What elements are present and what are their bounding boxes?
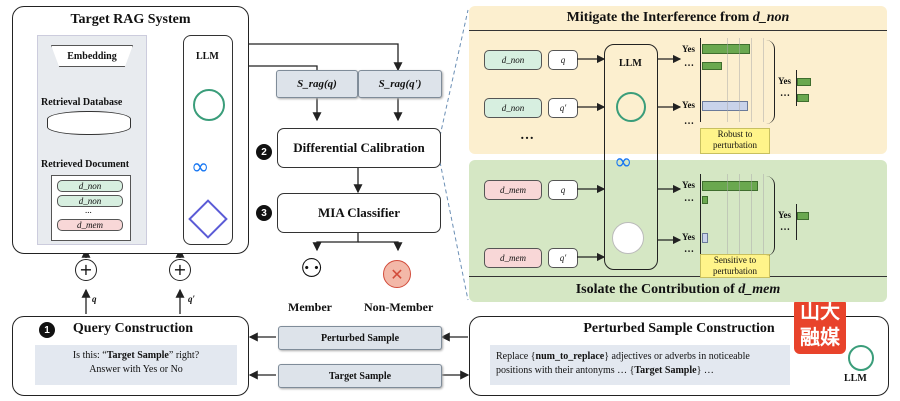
top-result-dots: … bbox=[780, 88, 790, 99]
isolate-title: Isolate the Contribution of d_mem bbox=[575, 282, 781, 297]
q-label: q bbox=[92, 294, 97, 304]
retrieved-doc-label: Retrieved Document bbox=[41, 159, 130, 170]
watermark-logo: 山大融媒 bbox=[794, 298, 846, 354]
perturbation-prompt: Replace {num_to_replace} adjectives or a… bbox=[490, 345, 790, 385]
top-dots-2: … bbox=[684, 116, 694, 127]
openai-icon bbox=[193, 89, 225, 121]
target-sample-button[interactable]: Target Sample bbox=[278, 364, 442, 388]
top-brace bbox=[766, 40, 775, 124]
robust-note: Robust to perturbation bbox=[700, 128, 770, 154]
panel-openai-icon bbox=[616, 92, 646, 122]
embedding-block: Embedding bbox=[51, 45, 133, 67]
retrieval-db-label: Retrieval Database bbox=[41, 97, 123, 108]
query-template: Is this: “Target Sample” right? Answer w… bbox=[35, 345, 237, 385]
top-result-axis bbox=[796, 70, 797, 106]
score-q: S_rag(q) bbox=[276, 70, 358, 98]
bottom-row2-d: d_mem bbox=[484, 248, 542, 268]
perturb-llm-label: LLM bbox=[844, 373, 867, 384]
bottom-yes-1: Yes bbox=[682, 180, 695, 190]
query-construction-panel: 1 Query Construction Is this: “Target Sa… bbox=[12, 316, 249, 396]
bottom-yes-2: Yes bbox=[682, 232, 695, 242]
top-axis bbox=[700, 38, 701, 122]
top-row1-q: q bbox=[548, 50, 578, 70]
mia-classifier: MIA Classifier bbox=[277, 193, 441, 233]
perturb-llm-icon bbox=[848, 345, 874, 371]
doc-item-ellipsis: ... bbox=[85, 205, 92, 215]
bottom-bar-3 bbox=[702, 233, 708, 243]
panel-llm-label: LLM bbox=[619, 58, 642, 69]
non-member-icon: ✕ bbox=[383, 260, 411, 288]
panel-llm-column bbox=[604, 44, 658, 270]
panel-qwen-icon bbox=[612, 222, 644, 254]
doc-item-dnon-1: d_non bbox=[57, 180, 123, 192]
plus-circle-q-prime: + bbox=[169, 259, 191, 281]
panel-meta-icon: ∞ bbox=[614, 150, 633, 175]
top-row-ellipsis: … bbox=[520, 128, 534, 143]
bottom-result-bar bbox=[797, 212, 809, 220]
plus-circle-q: + bbox=[75, 259, 97, 281]
doc-item-dnon-2: d_non bbox=[57, 195, 123, 207]
target-rag-panel: Target RAG System Embedding Retrieval Da… bbox=[12, 6, 249, 254]
top-row1-d: d_non bbox=[484, 50, 542, 70]
step-3-badge: 3 bbox=[256, 205, 272, 221]
perturbed-construction-title: Perturbed Sample Construction bbox=[583, 321, 775, 336]
top-row2-q: q′ bbox=[548, 98, 578, 118]
query-construction-title: Query Construction bbox=[72, 321, 194, 336]
top-result-bar-2 bbox=[797, 94, 809, 102]
bottom-axis bbox=[700, 174, 701, 254]
member-label: Member bbox=[288, 300, 332, 314]
member-icon: ⚇ bbox=[300, 254, 324, 284]
top-yes-1: Yes bbox=[682, 44, 695, 54]
q-prime-label: q′ bbox=[188, 294, 196, 304]
top-result-yes: Yes bbox=[778, 76, 791, 86]
meta-icon: ∞ bbox=[191, 155, 210, 180]
bottom-dots-2: … bbox=[684, 244, 694, 255]
top-yes-2: Yes bbox=[682, 100, 695, 110]
bottom-grid bbox=[716, 174, 766, 254]
non-member-label: Non-Member bbox=[364, 300, 434, 314]
bottom-result-yes: Yes bbox=[778, 210, 791, 220]
bottom-bar-2 bbox=[702, 196, 708, 204]
differential-calibration: Differential Calibration bbox=[277, 128, 441, 168]
bottom-brace bbox=[766, 176, 775, 256]
llm-column bbox=[183, 35, 233, 245]
step-2-badge: 2 bbox=[256, 144, 272, 160]
top-dots-1: … bbox=[684, 58, 694, 69]
top-row2-d: d_non bbox=[484, 98, 542, 118]
target-rag-title: Target RAG System bbox=[70, 12, 191, 27]
top-grid bbox=[716, 38, 766, 122]
isolate-title-overline bbox=[469, 276, 887, 277]
mitigate-title: Mitigate the Interference from d_non bbox=[566, 10, 790, 25]
bottom-row1-d: d_mem bbox=[484, 180, 542, 200]
step-1-badge: 1 bbox=[39, 322, 55, 338]
bottom-row2-q: q′ bbox=[548, 248, 578, 268]
doc-item-dmem: d_mem bbox=[57, 219, 123, 231]
sensitive-note: Sensitive to perturbation bbox=[700, 254, 770, 278]
perturbed-sample-button[interactable]: Perturbed Sample bbox=[278, 326, 442, 350]
bottom-result-dots: … bbox=[780, 222, 790, 233]
mitigate-title-underline bbox=[469, 30, 887, 31]
llm-label: LLM bbox=[196, 51, 219, 62]
bottom-result-axis bbox=[796, 204, 797, 240]
bottom-row1-q: q bbox=[548, 180, 578, 200]
bottom-dots-1: … bbox=[684, 193, 694, 204]
top-result-bar bbox=[797, 78, 811, 86]
database-icon bbox=[47, 111, 131, 135]
score-q-prime: S_rag(q') bbox=[358, 70, 442, 98]
